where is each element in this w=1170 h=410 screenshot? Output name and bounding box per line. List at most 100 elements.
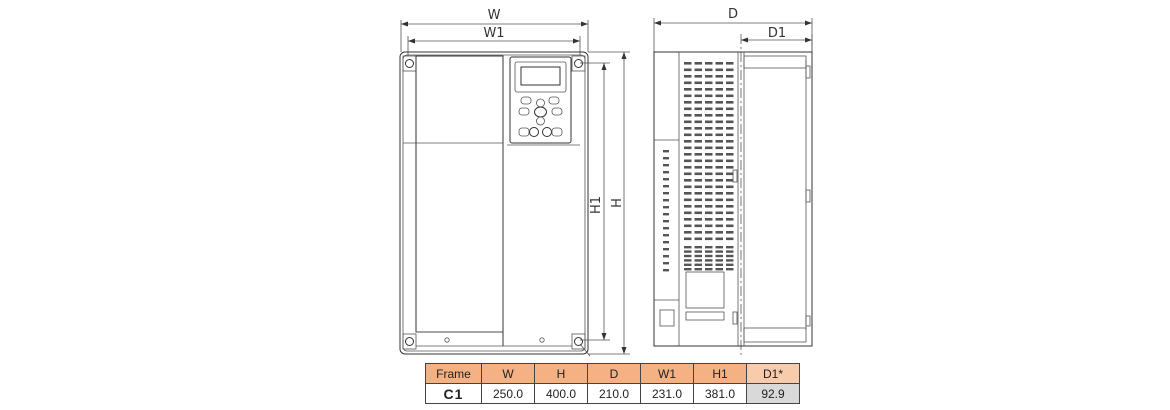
vent-slot bbox=[715, 88, 723, 91]
vent-slot bbox=[715, 198, 723, 202]
vent-slot bbox=[726, 259, 734, 262]
vent-slot bbox=[684, 205, 692, 208]
vent-slot bbox=[726, 172, 734, 176]
vent-slot bbox=[705, 205, 713, 208]
vent-slot bbox=[663, 241, 669, 244]
vent-slot bbox=[694, 172, 702, 176]
front-view: W W1 bbox=[399, 8, 630, 355]
vent-slot bbox=[726, 218, 734, 221]
vent-slot bbox=[715, 185, 723, 189]
vent-slot bbox=[694, 259, 702, 262]
vent-slot bbox=[715, 133, 723, 137]
vent-slot bbox=[726, 263, 734, 266]
vent-slot bbox=[705, 159, 713, 163]
vent-slot bbox=[726, 88, 734, 91]
vent-slot bbox=[715, 205, 723, 208]
header-w: W bbox=[481, 363, 535, 384]
vent-slot bbox=[663, 227, 669, 230]
vent-slot bbox=[684, 81, 692, 85]
vent-slot bbox=[663, 213, 669, 216]
vent-slot bbox=[684, 179, 692, 182]
vent-slot bbox=[684, 94, 692, 98]
vent-slot bbox=[715, 68, 723, 72]
vent-slot bbox=[705, 120, 713, 124]
vent-slot bbox=[694, 192, 702, 195]
vent-slot bbox=[705, 107, 713, 111]
label-w1: W1 bbox=[483, 26, 504, 41]
vent-slot bbox=[715, 237, 723, 241]
vent-slot bbox=[715, 259, 723, 262]
vent-slot bbox=[694, 254, 702, 258]
vent-slot bbox=[715, 146, 723, 150]
vent-slot bbox=[684, 153, 692, 156]
vent-slot bbox=[715, 153, 723, 156]
vent-slot bbox=[684, 211, 692, 215]
vent-slot bbox=[715, 140, 723, 143]
vent-slot bbox=[663, 178, 669, 181]
vent-slot bbox=[663, 234, 669, 237]
vent-slot bbox=[663, 262, 669, 265]
vent-slot bbox=[694, 68, 702, 72]
vent-slot bbox=[726, 250, 734, 253]
vent-slot bbox=[726, 159, 734, 163]
vent-slot bbox=[694, 185, 702, 189]
vent-slot bbox=[705, 133, 713, 137]
vent-slot bbox=[663, 157, 669, 160]
cell-frame: C1 bbox=[425, 383, 482, 404]
vent-slot bbox=[684, 159, 692, 163]
vent-slot bbox=[726, 237, 734, 241]
vent-slot bbox=[694, 250, 702, 253]
vent-slot bbox=[694, 224, 702, 228]
vent-slot bbox=[705, 146, 713, 150]
vent-slot bbox=[715, 268, 723, 271]
vent-slot bbox=[705, 211, 713, 215]
vent-slot bbox=[705, 114, 713, 117]
vent-slot bbox=[705, 250, 713, 253]
vent-slot bbox=[684, 185, 692, 189]
vent-slot bbox=[726, 192, 734, 195]
vent-slot bbox=[705, 254, 713, 258]
vent-slot bbox=[705, 127, 713, 130]
vent-slot bbox=[694, 107, 702, 111]
vent-slot bbox=[726, 101, 734, 104]
vent-slot bbox=[705, 140, 713, 143]
vent-slot bbox=[726, 246, 734, 249]
label-h1: H1 bbox=[589, 196, 604, 214]
vent-slot bbox=[715, 179, 723, 182]
front-enclosure bbox=[399, 51, 589, 355]
vent-slot bbox=[684, 146, 692, 150]
dimension-h1: H1 bbox=[580, 62, 610, 341]
vent-slot bbox=[694, 127, 702, 130]
vent-slot bbox=[684, 120, 692, 124]
vent-slot bbox=[726, 231, 734, 234]
vent-slot bbox=[705, 94, 713, 98]
vent-slot bbox=[715, 114, 723, 117]
vent-slot bbox=[663, 164, 669, 167]
vent-slot bbox=[726, 68, 734, 72]
vent-slot bbox=[684, 127, 692, 130]
vent-slot bbox=[726, 81, 734, 85]
mounting-holes bbox=[402, 55, 586, 350]
header-d: D bbox=[587, 363, 641, 384]
vent-slot bbox=[684, 101, 692, 104]
vent-slot bbox=[715, 246, 723, 249]
dimension-h: H bbox=[588, 51, 630, 355]
vent-slot bbox=[694, 231, 702, 234]
vent-slot bbox=[694, 114, 702, 117]
vent-slot bbox=[684, 133, 692, 137]
vent-slot bbox=[684, 246, 692, 249]
table-header-row: Frame W H D W1 H1 D1* bbox=[425, 363, 800, 384]
vent-slot bbox=[705, 153, 713, 156]
vent-slot bbox=[715, 218, 723, 221]
vent-slot bbox=[663, 185, 669, 188]
vent-slot bbox=[726, 224, 734, 228]
vent-slot bbox=[684, 198, 692, 202]
vent-slot bbox=[715, 75, 723, 78]
vent-slot bbox=[694, 133, 702, 137]
vent-slot bbox=[705, 179, 713, 182]
vent-slot bbox=[684, 192, 692, 195]
vent-slot bbox=[715, 62, 723, 65]
vent-slot bbox=[694, 62, 702, 65]
label-w: W bbox=[488, 8, 501, 23]
cell-w1: 231.0 bbox=[640, 383, 694, 404]
